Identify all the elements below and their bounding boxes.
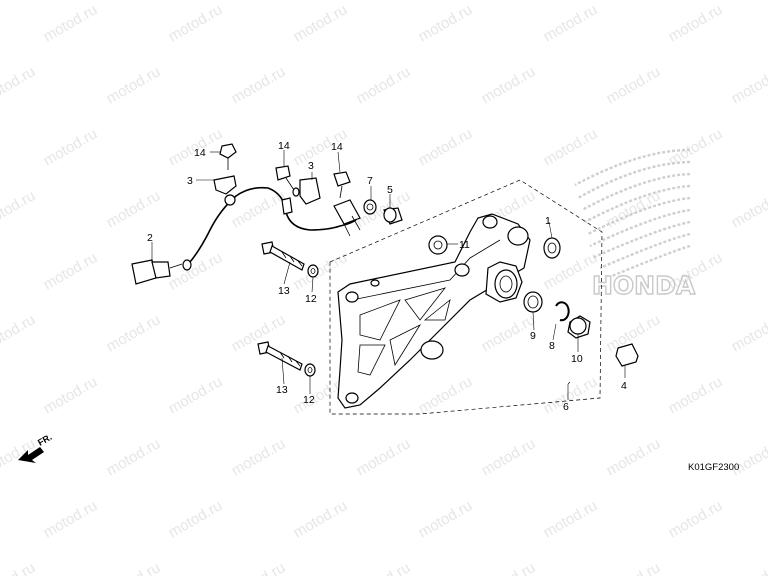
bolt-14-left bbox=[219, 143, 237, 170]
washer-12-upper bbox=[307, 264, 319, 278]
watermark-text: motod.ru bbox=[604, 63, 664, 107]
watermark-text: motod.ru bbox=[604, 435, 664, 479]
washer-12-lower bbox=[304, 363, 316, 377]
watermark-text: motod.ru bbox=[291, 1, 351, 45]
watermark-text: motod.ru bbox=[416, 373, 476, 417]
speed-sensor-2 bbox=[131, 186, 357, 285]
assembly-outline bbox=[329, 179, 603, 415]
watermark-text: motod.ru bbox=[416, 1, 476, 45]
bolt-13-lower bbox=[257, 341, 303, 371]
watermark-text: motod.ru bbox=[354, 63, 414, 107]
watermark-text: motod.ru bbox=[541, 373, 601, 417]
watermark-text: motod.ru bbox=[541, 1, 601, 45]
callout-7: 7 bbox=[367, 175, 373, 187]
watermark-text: motod.ru bbox=[41, 497, 101, 541]
watermark-text: motod.ru bbox=[729, 187, 768, 231]
watermark-text: motod.ru bbox=[479, 63, 539, 107]
cap-4 bbox=[615, 343, 639, 367]
callout-1: 1 bbox=[545, 215, 551, 227]
callout-12-upper: 12 bbox=[305, 293, 317, 305]
watermark-text: motod.ru bbox=[229, 435, 289, 479]
watermark-text: motod.ru bbox=[41, 373, 101, 417]
clamp-3-left bbox=[213, 175, 237, 206]
watermark-text: motod.ru bbox=[354, 435, 414, 479]
watermark-text: motod.ru bbox=[604, 559, 664, 576]
callout-3-left: 3 bbox=[187, 175, 193, 187]
watermark-text: motod.ru bbox=[729, 311, 768, 355]
callout-3-right: 3 bbox=[308, 160, 314, 172]
callout-9: 9 bbox=[530, 330, 536, 342]
bolt-14-mid bbox=[275, 165, 300, 197]
callout-13-upper: 13 bbox=[278, 285, 290, 297]
watermark-text: motod.ru bbox=[104, 435, 164, 479]
bolt-14-right bbox=[333, 171, 351, 199]
watermark-text: motod.ru bbox=[166, 497, 226, 541]
callout-14-left: 14 bbox=[194, 147, 206, 159]
callout-4: 4 bbox=[621, 380, 627, 392]
watermark-text: motod.ru bbox=[104, 187, 164, 231]
watermark-text: motod.ru bbox=[416, 125, 476, 169]
watermark-text: motod.ru bbox=[229, 63, 289, 107]
collar-10 bbox=[567, 315, 591, 339]
diagram-code: K01GF2300 bbox=[688, 462, 739, 473]
honda-wing-logo: HONDA bbox=[574, 148, 697, 301]
cable-connector bbox=[281, 197, 361, 237]
callout-6: 6 bbox=[563, 401, 569, 413]
callout-12-lower: 12 bbox=[303, 394, 315, 406]
watermark-text: motod.ru bbox=[666, 497, 726, 541]
watermark-text: motod.ru bbox=[104, 311, 164, 355]
watermark-text: motod.ru bbox=[0, 559, 38, 576]
clamp-3-right bbox=[299, 177, 321, 205]
callout-5: 5 bbox=[387, 184, 393, 196]
watermark-text: motod.ru bbox=[41, 1, 101, 45]
callout-numbers: 14 3 2 14 3 14 7 5 11 1 13 12 13 12 9 8 … bbox=[147, 140, 627, 413]
watermark-text: motod.ru bbox=[541, 125, 601, 169]
callout-14-mid: 14 bbox=[278, 140, 290, 152]
callout-14-right: 14 bbox=[331, 141, 343, 153]
watermark-text: motod.ru bbox=[229, 559, 289, 576]
watermark-text: motod.ru bbox=[229, 187, 289, 231]
honda-logo-text: HONDA bbox=[592, 271, 696, 300]
watermark-text: motod.ru bbox=[666, 1, 726, 45]
bearing-11 bbox=[428, 235, 448, 255]
circlip-8 bbox=[555, 301, 570, 322]
collar-5 bbox=[383, 207, 403, 225]
watermark-text: motod.ru bbox=[354, 187, 414, 231]
watermark-text: motod.ru bbox=[416, 497, 476, 541]
seal-7 bbox=[363, 199, 377, 215]
watermark-text: motod.ru bbox=[479, 435, 539, 479]
callout-11: 11 bbox=[459, 239, 470, 251]
leader-lines bbox=[151, 150, 626, 400]
watermark-text: motod.ru bbox=[479, 559, 539, 576]
needle-bearing-1 bbox=[543, 237, 561, 259]
watermark-text: motod.ru bbox=[41, 249, 101, 293]
watermark-text: motod.ru bbox=[0, 311, 38, 355]
watermark-text: motod.ru bbox=[666, 373, 726, 417]
bolt-13-upper bbox=[261, 241, 305, 271]
callout-8: 8 bbox=[549, 340, 555, 352]
watermark-text: motod.ru bbox=[729, 559, 768, 576]
watermark-text: motod.ru bbox=[104, 63, 164, 107]
watermark-text: motod.ru bbox=[104, 559, 164, 576]
watermark-text: motod.ru bbox=[166, 1, 226, 45]
callout-10: 10 bbox=[571, 353, 583, 365]
callout-2: 2 bbox=[147, 232, 153, 244]
watermark-text: motod.ru bbox=[541, 497, 601, 541]
watermark-text: motod.ru bbox=[291, 497, 351, 541]
watermark-text: motod.ru bbox=[41, 125, 101, 169]
watermark-text: motod.ru bbox=[729, 63, 768, 107]
watermark-text: motod.ru bbox=[354, 559, 414, 576]
direction-label: FR. bbox=[36, 432, 54, 448]
watermark-text: motod.ru bbox=[0, 63, 38, 107]
watermark-text: motod.ru bbox=[0, 187, 38, 231]
swing-arm bbox=[337, 213, 531, 409]
watermark-text: motod.ru bbox=[166, 373, 226, 417]
callout-13-lower: 13 bbox=[276, 384, 288, 396]
watermark-text: motod.ru bbox=[291, 249, 351, 293]
bearing-9 bbox=[523, 291, 543, 313]
